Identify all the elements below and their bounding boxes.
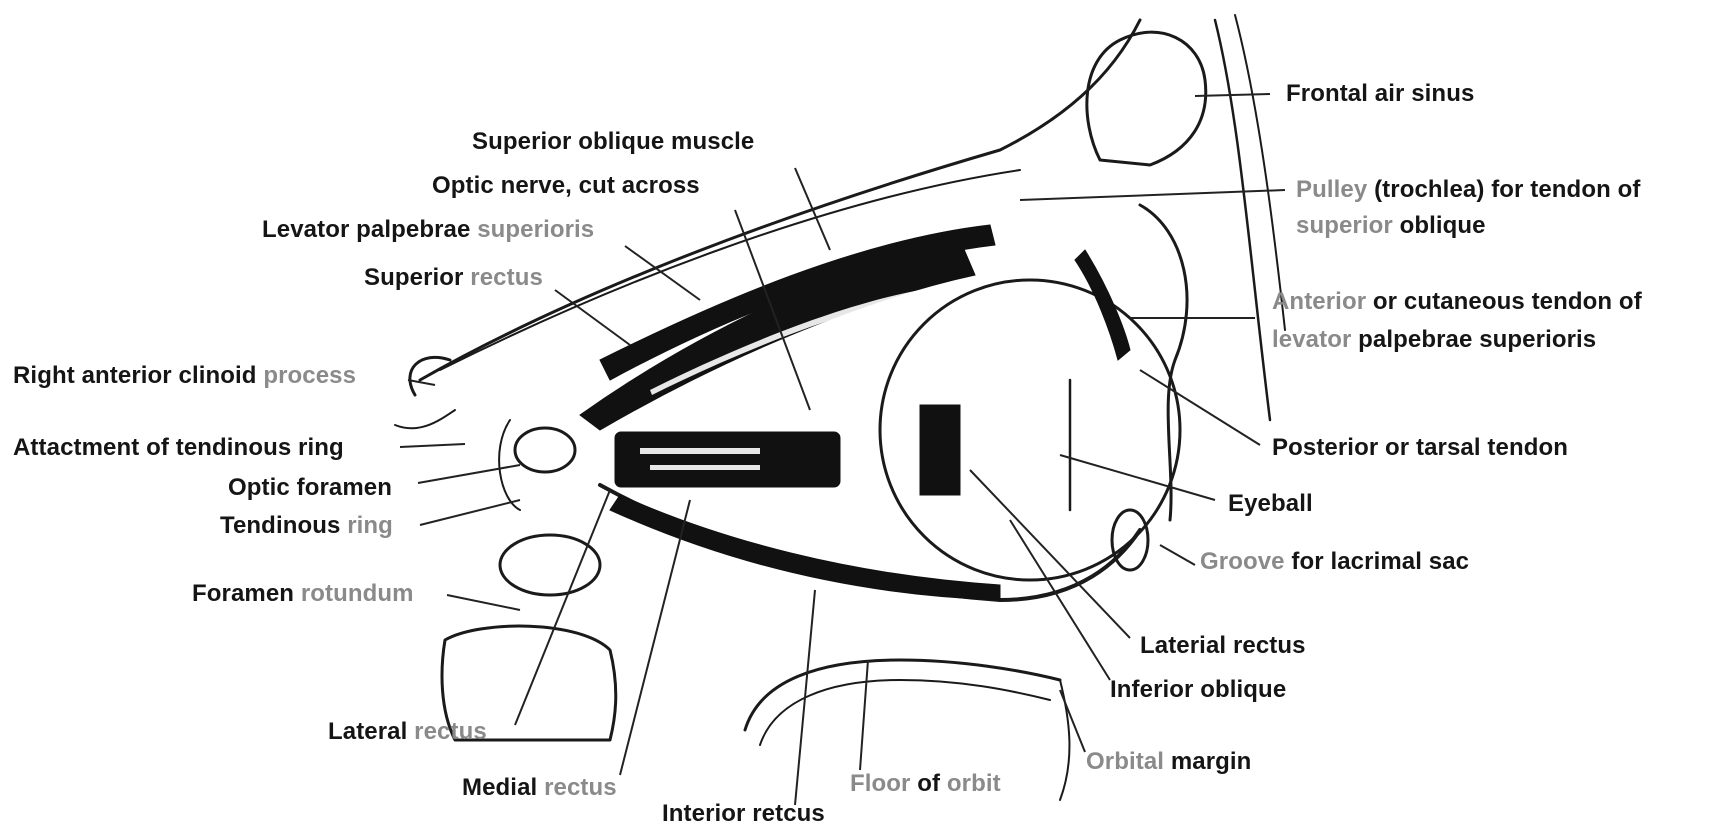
label-posterior-or-tarsal-tendon: Posterior or tarsal tendon (1272, 434, 1568, 462)
label-inferior-oblique: Inferior oblique (1110, 676, 1286, 704)
leader-eyeball (1060, 455, 1215, 500)
label-frontal-air-sinus: Frontal air sinus (1286, 80, 1474, 108)
foramen-rotundum-shape (500, 535, 600, 595)
leader-superior-oblique (795, 168, 830, 250)
label-eyeball: Eyeball (1228, 490, 1313, 518)
label-tendinous-ring: Tendinous ring (220, 512, 393, 540)
label-optic-nerve-cut-across: Optic nerve, cut across (432, 172, 700, 200)
leader-groove (1160, 545, 1195, 565)
leader-attachment (400, 444, 465, 447)
label-right-anterior-clinoid-process: Right anterior clinoid process (13, 362, 356, 390)
label-medial-rectus: Medial rectus (462, 774, 617, 802)
leader-orbital-margin (1060, 690, 1085, 752)
levator-tendon (1075, 250, 1130, 360)
label-anterior-tendon-line1: Anterior or cutaneous tendon of (1272, 288, 1642, 316)
label-foramen-rotundum: Foramen rotundum (192, 580, 414, 608)
leader-optic-foramen (418, 465, 520, 483)
leader-lateral-rectus-left (515, 490, 610, 725)
label-levator-palpebrae-superioris: Levator palpebrae superioris (262, 216, 594, 244)
optic-nerve-block (615, 432, 840, 487)
label-pulley-line1: Pulley (trochlea) for tendon of (1296, 176, 1640, 204)
label-superior-rectus: Superior rectus (364, 264, 543, 292)
label-optic-foramen: Optic foramen (228, 474, 392, 502)
frontal-sinus-outline (1087, 32, 1206, 165)
label-orbital-margin: Orbital margin (1086, 748, 1251, 776)
label-lateral-rectus-right: Laterial rectus (1140, 632, 1306, 660)
leader-posterior-tendon (1140, 370, 1260, 445)
leader-medial-rectus (620, 500, 690, 775)
label-attachment-of-tendinous-ring: Attactment of tendinous ring (13, 434, 344, 462)
label-superior-oblique-muscle: Superior oblique muscle (472, 128, 754, 156)
leader-interior-retcus (795, 590, 815, 805)
leader-lateral-rectus-right (970, 470, 1130, 638)
label-anterior-tendon-line2: levator palpebrae superioris (1272, 326, 1596, 354)
pupil-block (920, 405, 960, 495)
label-interior-retcus: Interior retcus (662, 800, 825, 828)
label-floor-of-orbit: Floor of orbit (850, 770, 1001, 798)
label-pulley-line2: superior oblique (1296, 212, 1486, 240)
leader-foramen-rotundum (447, 595, 520, 610)
leader-floor-of-orbit (860, 660, 868, 770)
label-groove-for-lacrimal-sac: Groove for lacrimal sac (1200, 548, 1469, 576)
leader-superior-rectus (555, 290, 630, 345)
leader-tendinous-ring (420, 500, 520, 525)
label-lateral-rectus-left: Lateral rectus (328, 718, 487, 746)
orbit-floor-outline (745, 660, 1060, 730)
optic-foramen-shape (515, 428, 575, 472)
